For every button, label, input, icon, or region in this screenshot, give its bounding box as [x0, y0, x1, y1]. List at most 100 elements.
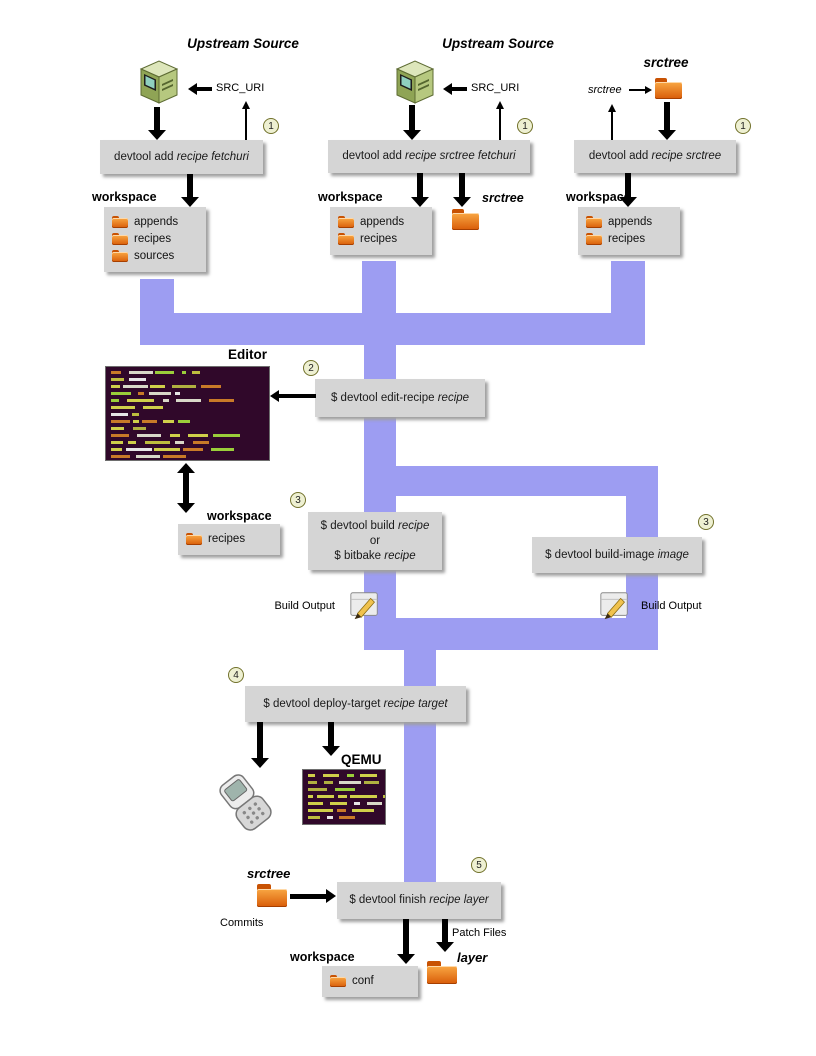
devtool-build-image-box: $ devtool build-image image	[532, 537, 702, 573]
flow-pipe-merge-bar	[140, 313, 645, 345]
devtool-add-fetchuri-box: devtool add recipe fetchuri	[100, 140, 263, 174]
step-badge-3a: 3	[290, 492, 306, 508]
server-to-add-arrow-2	[401, 105, 423, 140]
workspace-item: recipes	[586, 230, 672, 247]
feedback-arrow-3	[606, 104, 618, 140]
src-uri-arrow-2	[443, 82, 467, 96]
command-text: devtool add recipe srctree	[588, 150, 722, 162]
layer-folder-icon	[427, 961, 457, 989]
srctree-folder-icon-2	[452, 209, 479, 235]
command-text: or	[369, 534, 381, 547]
workspace-item: conf	[330, 972, 410, 989]
workspace-box-1: appends recipes sources	[104, 207, 206, 272]
devtool-add-srctree-box: devtool add recipe srctree	[574, 140, 736, 173]
flow-pipe-image-down	[626, 572, 658, 620]
srctree-folder-icon-3	[655, 78, 682, 104]
qemu-label: QEMU	[341, 752, 382, 767]
workspace-item: recipes	[338, 230, 424, 247]
commits-to-finish-arrow	[290, 887, 336, 905]
command-text: devtool add recipe srctree fetchuri	[342, 150, 516, 162]
layer-label: layer	[457, 950, 488, 965]
command-text: $ bitbake recipe	[334, 549, 416, 562]
build-output-label-right: Build Output	[641, 600, 702, 612]
patch-files-label: Patch Files	[452, 927, 507, 939]
commits-label: Commits	[220, 917, 264, 929]
folder-icon	[586, 232, 602, 245]
editor-title: Editor	[228, 347, 267, 362]
workspace-label-3: workspace	[566, 190, 631, 204]
feedback-arrow-2	[494, 101, 506, 140]
devtool-deploy-target-box: $ devtool deploy-target recipe target	[245, 686, 466, 722]
srctree-small-label-3: srctree	[588, 84, 622, 96]
src-uri-label-2: SRC_URI	[471, 82, 520, 94]
folder-icon	[112, 232, 128, 245]
src-uri-arrow-1	[188, 82, 212, 96]
devtool-finish-box: $ devtool finish recipe layer	[337, 882, 501, 919]
flow-pipe-branch-down	[626, 466, 658, 540]
flow-pipe-lower-center	[404, 650, 436, 883]
workspace-item: recipes	[112, 230, 198, 247]
build-output-label-left: Build Output	[274, 600, 335, 612]
srctree-arrow-3	[629, 85, 652, 95]
finish-to-layer-arrow	[434, 919, 456, 952]
command-text: devtool add recipe fetchuri	[114, 150, 249, 163]
server-to-add-arrow-1	[146, 107, 168, 140]
add-to-workspace-arrow-2	[409, 173, 431, 207]
workspace-label-2: workspace	[318, 190, 383, 204]
step-badge-5: 5	[471, 857, 487, 873]
devtool-build-box: $ devtool build recipe or $ bitbake reci…	[308, 512, 442, 570]
step-badge-1a: 1	[263, 118, 279, 134]
devtool-add-srctree-fetchuri-box: devtool add recipe srctree fetchuri	[328, 140, 530, 173]
step-badge-2: 2	[303, 360, 319, 376]
editor-workspace-sync-arrow	[175, 463, 197, 513]
workspace-label-1: workspace	[92, 190, 157, 204]
step-badge-3b: 3	[698, 514, 714, 530]
flow-pipe-branch-right	[380, 466, 658, 496]
step-badge-4: 4	[228, 667, 244, 683]
command-text: $ devtool edit-recipe recipe	[330, 391, 470, 404]
folder-icon	[112, 249, 128, 262]
build-output-icon-right	[598, 588, 632, 627]
folder-icon	[338, 215, 354, 228]
srctree-folder-icon-finish	[257, 884, 287, 912]
qemu-terminal	[302, 769, 386, 825]
workspace-box-2: appends recipes	[330, 207, 432, 255]
workspace-item: sources	[112, 247, 198, 264]
deploy-to-device-arrow	[249, 722, 271, 768]
target-device-icon	[210, 766, 286, 847]
add-to-workspace-arrow-3	[617, 173, 639, 207]
workspace-box-editor: recipes	[178, 524, 280, 555]
workspace-label-editor: workspace	[207, 509, 272, 523]
folder-to-add-arrow-3	[656, 102, 678, 140]
srctree-label-2: srctree	[482, 191, 524, 205]
workspace-box-3: appends recipes	[578, 207, 680, 255]
devtool-edit-recipe-box: $ devtool edit-recipe recipe	[315, 379, 485, 417]
workspace-item: recipes	[186, 530, 272, 547]
server-icon-1	[132, 56, 186, 111]
command-text: $ devtool deploy-target recipe target	[263, 697, 448, 710]
edit-to-editor-arrow	[270, 389, 316, 403]
feedback-arrow-1	[240, 101, 252, 140]
add-to-srctree-arrow-2	[451, 173, 473, 207]
upstream-source-title-1: Upstream Source	[187, 36, 299, 51]
finish-to-workspace-arrow	[395, 919, 417, 964]
folder-icon	[112, 215, 128, 228]
folder-icon	[338, 232, 354, 245]
flow-pipe-lower-bar	[364, 618, 658, 650]
server-icon-2	[388, 56, 442, 111]
command-text: $ devtool build recipe	[320, 519, 430, 532]
workspace-item: appends	[338, 213, 424, 230]
workspace-label-bottom: workspace	[290, 950, 355, 964]
step-badge-1c: 1	[735, 118, 751, 134]
upstream-source-title-2: Upstream Source	[442, 36, 554, 51]
workspace-box-bottom: conf	[322, 966, 418, 997]
folder-icon	[330, 974, 346, 987]
command-text: $ devtool finish recipe layer	[349, 894, 489, 906]
folder-icon	[586, 215, 602, 228]
command-text: $ devtool build-image image	[545, 548, 689, 561]
srctree-label-finish: srctree	[247, 866, 291, 881]
editor-terminal	[105, 366, 270, 461]
workspace-item: appends	[586, 213, 672, 230]
src-uri-label-1: SRC_URI	[216, 82, 265, 94]
